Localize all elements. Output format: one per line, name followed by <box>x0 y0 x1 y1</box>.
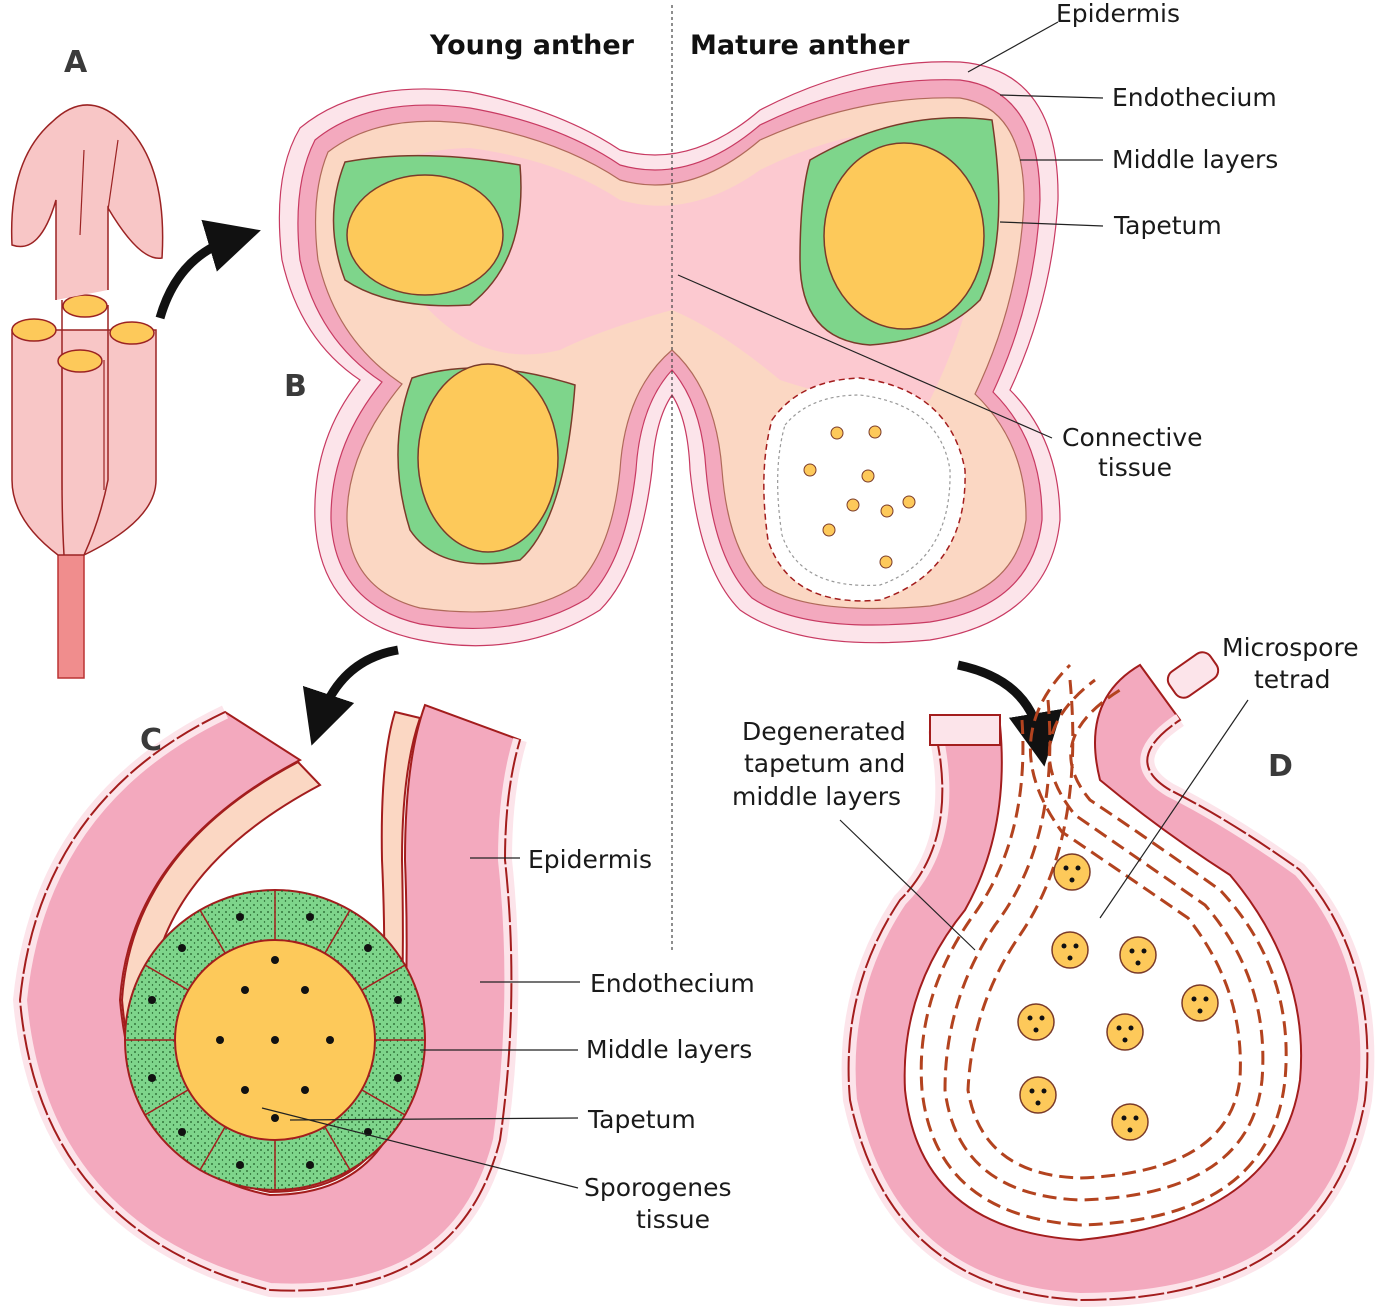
tapetum-cell-walls <box>125 890 425 1190</box>
c-label-sporogenes-2: tissue <box>636 1205 710 1234</box>
degenerated-layers <box>919 663 1288 1227</box>
panel-label-c: C <box>140 723 162 758</box>
header-mature-anther: Mature anther <box>690 30 910 61</box>
panel-d-mature-locule <box>841 651 1375 1308</box>
b-label-epidermis: Epidermis <box>1056 0 1180 28</box>
d-label-microspore-1: Microspore <box>1222 633 1359 662</box>
panel-label-b: B <box>284 369 307 404</box>
panel-label-a: A <box>64 45 88 80</box>
b-label-connective-1: Connective <box>1062 423 1203 452</box>
panel-c-leaders <box>261 857 580 1189</box>
arrow-b-to-c <box>302 645 399 746</box>
arrow-b-to-d <box>957 660 1063 767</box>
header-young-anther: Young anther <box>429 30 635 61</box>
c-label-tapetum: Tapetum <box>587 1105 696 1134</box>
c-label-middle-layers: Middle layers <box>586 1035 752 1064</box>
b-label-tapetum: Tapetum <box>1113 211 1222 240</box>
b-label-middle-layers: Middle layers <box>1112 145 1278 174</box>
panel-a-flower <box>10 104 164 679</box>
c-label-epidermis: Epidermis <box>528 845 652 874</box>
pollen-grains <box>803 425 916 569</box>
arrow-a-to-b <box>155 219 261 320</box>
d-label-microspore-2: tetrad <box>1254 665 1330 694</box>
panel-b-anther-cross-section <box>278 61 1061 647</box>
panel-c-young-locule <box>12 703 527 1298</box>
tetrad-nuclei <box>1027 865 1209 1133</box>
d-label-degenerated-3: middle layers <box>732 782 901 811</box>
b-label-endothecium: Endothecium <box>1112 83 1277 112</box>
cell-nuclei <box>148 913 402 1169</box>
d-label-degenerated-1: Degenerated <box>742 717 906 746</box>
d-label-degenerated-2: tapetum and <box>744 749 905 778</box>
panel-b-leaders <box>677 21 1104 439</box>
b-label-connective-2: tissue <box>1098 453 1172 482</box>
panel-label-d: D <box>1268 749 1293 784</box>
c-label-sporogenes-1: Sporogenes <box>584 1173 732 1202</box>
microspore-tetrads <box>1017 853 1219 1141</box>
c-label-endothecium: Endothecium <box>590 969 755 998</box>
panel-d-leaders <box>839 699 1249 951</box>
